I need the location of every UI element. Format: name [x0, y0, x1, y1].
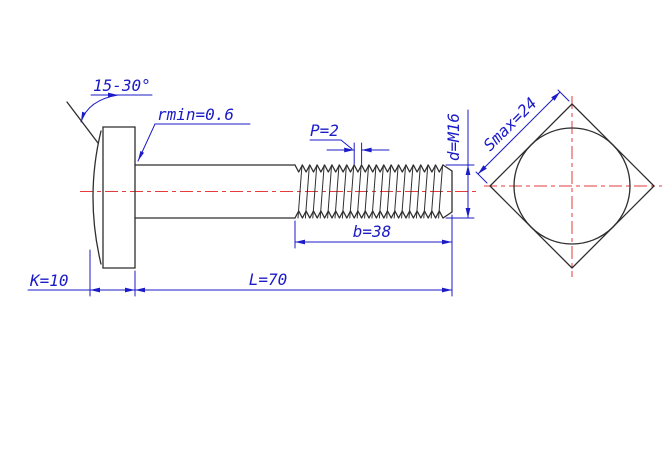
chamfer-angle-arc	[80, 94, 119, 123]
chamfer-angle-label: 15-30°	[93, 76, 151, 95]
head-height-arrow-right	[125, 287, 135, 293]
dimension-lines	[27, 89, 570, 297]
thread-crest-bottom	[294, 210, 444, 219]
dimension-labels: 15-30° rmin=0.6 P=2 d=M16 b=38 K=10 L=70…	[29, 76, 541, 290]
thread-length-arrow-right	[442, 239, 452, 245]
chamfer-angle-arrow-left	[81, 111, 86, 122]
square-head-outline	[489, 103, 655, 269]
thread-helix-lines	[297, 164, 444, 219]
length-arrow-left	[135, 287, 145, 293]
thread-length-label: b=38	[353, 222, 392, 241]
head-height-label: K=10	[29, 271, 69, 290]
fillet-radius-label: rmin=0.6	[157, 105, 234, 124]
diameter-arrow-bottom	[465, 208, 471, 218]
thread-length-arrow-left	[295, 239, 305, 245]
pitch-arrow-left	[344, 147, 355, 153]
thread-diameter-label: d=M16	[444, 113, 463, 161]
across-flats-arrow-bottom	[478, 165, 487, 174]
across-flats-label: Smax=24	[480, 94, 541, 155]
thread-pitch-label: P=2	[310, 121, 339, 140]
end-chamfer-bottom	[442, 211, 453, 219]
head-inscribed-circle	[513, 127, 631, 245]
across-flats-dimension-line	[477, 91, 561, 175]
bolt-length-label: L=70	[249, 270, 288, 289]
diameter-arrow-top	[465, 165, 471, 175]
fillet-radius-arrow	[138, 151, 144, 161]
head-dome-arc	[92, 130, 102, 265]
across-flats-arrow-top	[551, 92, 560, 101]
pitch-leader-connector	[340, 139, 353, 150]
pitch-arrow-right	[361, 147, 372, 153]
head-height-arrow-left	[90, 287, 100, 293]
end-chamfer-top	[442, 164, 453, 172]
chamfer-angle-arrow-right	[108, 92, 118, 98]
length-arrow-right	[442, 287, 452, 293]
bolt-outline	[66, 101, 655, 269]
dimension-arrows	[81, 92, 560, 293]
head-chamfer-extension-line	[66, 101, 99, 144]
